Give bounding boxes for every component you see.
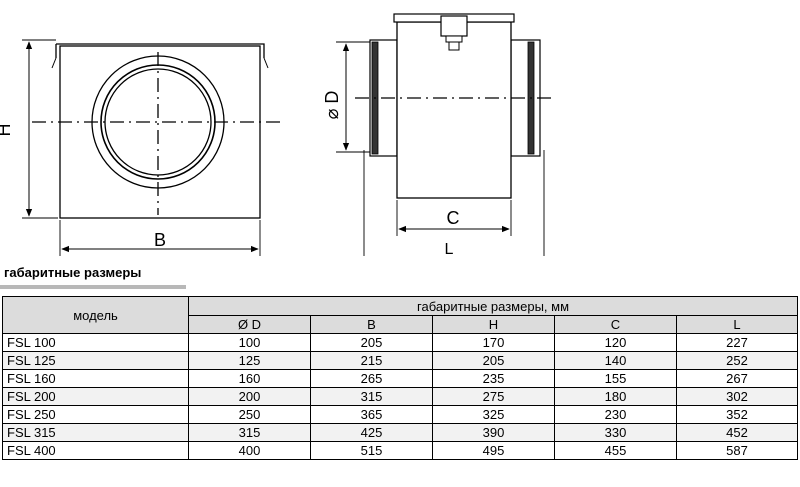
column-header-l: L <box>675 315 799 334</box>
cell-l: 227 <box>675 333 799 352</box>
cell-d: 200 <box>188 387 311 406</box>
label-d: ⌀ D <box>322 91 342 120</box>
table-row: FSL 160 160 265 235 155 267 <box>2 369 799 388</box>
label-l: L <box>445 241 454 258</box>
cell-h: 275 <box>432 387 555 406</box>
cell-c: 455 <box>554 441 677 460</box>
side-housing <box>396 21 512 199</box>
model-name: FSL 200 <box>2 387 189 406</box>
group-header: габаритные размеры, мм <box>187 296 799 316</box>
cell-h: 235 <box>432 369 555 388</box>
cell-c: 120 <box>554 333 677 352</box>
cell-l: 352 <box>675 405 799 424</box>
model-name: FSL 250 <box>2 405 189 424</box>
cell-c: 330 <box>554 423 677 442</box>
table-row: FSL 400 400 515 495 455 587 <box>2 441 799 460</box>
cell-l: 302 <box>675 387 799 406</box>
cell-h: 495 <box>432 441 555 460</box>
cell-l: 267 <box>675 369 799 388</box>
cell-b: 425 <box>310 423 433 442</box>
model-name: FSL 400 <box>2 441 189 460</box>
cell-d: 315 <box>188 423 311 442</box>
cell-b: 265 <box>310 369 433 388</box>
cell-d: 125 <box>188 351 311 370</box>
cell-b: 315 <box>310 387 433 406</box>
front-top-flange <box>55 43 265 58</box>
dimensions-table: модель габаритные размеры, мм Ø D B H C … <box>2 296 799 460</box>
cell-l: 587 <box>675 441 799 460</box>
section-rule <box>0 285 186 289</box>
cell-c: 180 <box>554 387 677 406</box>
cell-h: 170 <box>432 333 555 352</box>
cell-l: 452 <box>675 423 799 442</box>
column-header-b: B <box>310 315 433 334</box>
cell-b: 515 <box>310 441 433 460</box>
cell-d: 100 <box>188 333 311 352</box>
table-row: FSL 100 100 205 170 120 227 <box>2 333 799 352</box>
cell-b: 205 <box>310 333 433 352</box>
cell-c: 230 <box>554 405 677 424</box>
cell-h: 390 <box>432 423 555 442</box>
cell-b: 215 <box>310 351 433 370</box>
label-c: C <box>447 208 460 228</box>
column-header-c: C <box>554 315 677 334</box>
side-clip <box>440 15 468 37</box>
side-view <box>336 13 552 256</box>
table-row: FSL 200 200 315 275 180 302 <box>2 387 799 406</box>
model-name: FSL 160 <box>2 369 189 388</box>
front-view <box>22 39 282 256</box>
label-b: B <box>154 230 166 250</box>
column-header-h: H <box>432 315 555 334</box>
model-name: FSL 125 <box>2 351 189 370</box>
model-header: модель <box>2 296 189 334</box>
cell-c: 155 <box>554 369 677 388</box>
cell-h: 325 <box>432 405 555 424</box>
label-h: H <box>0 124 14 137</box>
cell-l: 252 <box>675 351 799 370</box>
cell-c: 140 <box>554 351 677 370</box>
cell-h: 205 <box>432 351 555 370</box>
table-row: FSL 315 315 425 390 330 452 <box>2 423 799 442</box>
section-title: габаритные размеры <box>4 265 142 280</box>
technical-drawing: H B ⌀ D C L <box>0 13 552 258</box>
cell-d: 400 <box>188 441 311 460</box>
front-housing <box>59 45 261 219</box>
model-name: FSL 100 <box>2 333 189 352</box>
table-row: FSL 250 250 365 325 230 352 <box>2 405 799 424</box>
cell-b: 365 <box>310 405 433 424</box>
table-row: FSL 125 125 215 205 140 252 <box>2 351 799 370</box>
model-name: FSL 315 <box>2 423 189 442</box>
cell-d: 250 <box>188 405 311 424</box>
column-header-d: Ø D <box>188 315 311 334</box>
cell-d: 160 <box>188 369 311 388</box>
